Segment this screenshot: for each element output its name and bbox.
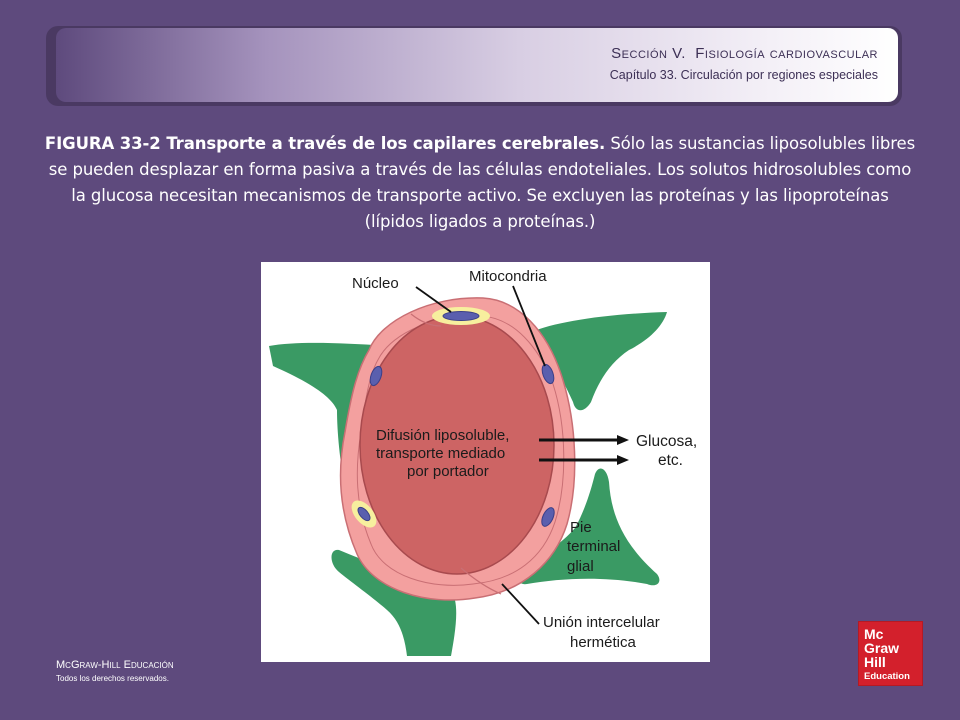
junction-label-line1: Unión intercelular — [543, 614, 660, 631]
center-label-line3: por portador — [407, 463, 489, 480]
section-number: Sección V. — [611, 45, 686, 62]
junction-leader-line — [501, 583, 540, 625]
glucose-label-line1: Glucosa, — [636, 433, 697, 450]
header-banner — [56, 28, 898, 102]
mitochondrion-bottom-right — [541, 507, 555, 527]
chapter-title: Capítulo 33. Circulación por regiones es… — [609, 68, 878, 82]
nucleus-bottom-left — [357, 506, 371, 522]
figure-caption: FIGURA 33-2 Transporte a través de los c… — [40, 131, 920, 235]
capillary-diagram-svg: Núcleo Mitocondria Difusión liposoluble,… — [269, 268, 697, 656]
footer-brand: McGraw-Hill Educación — [56, 659, 174, 671]
figure-label: FIGURA 33-2 Transporte a través de los c… — [44, 134, 606, 153]
junction-label-line2: hermética — [570, 634, 637, 651]
center-label-line2: transporte mediado — [376, 445, 505, 462]
figure-caption-text: Sólo las sustancias liposolubles libres … — [48, 134, 916, 231]
logo-line-hill: Hill — [864, 654, 886, 670]
nucleus-leader-line — [415, 286, 452, 313]
section-subject: Fisiología cardiovascular — [695, 45, 878, 62]
section-title: Sección V. Fisiología cardiovascular — [611, 45, 878, 62]
nucleus-label: Núcleo — [352, 275, 399, 292]
nucleus-top — [442, 311, 480, 321]
transport-arrowhead-upper — [617, 435, 629, 445]
glucose-label-line2: etc. — [658, 452, 683, 469]
logo-line-graw: Graw — [864, 640, 900, 656]
transport-arrowhead-lower — [617, 455, 629, 465]
logo-line-mc: Mc — [864, 626, 884, 642]
glial-foot-top-right — [531, 312, 667, 411]
footer-rights: Todos los derechos reservados. — [56, 674, 169, 683]
tight-junction-top — [410, 313, 442, 327]
glial-label-line3: glial — [567, 558, 594, 575]
mcgraw-hill-logo: Mc Graw Hill Education — [859, 622, 922, 685]
center-label-line1: Difusión liposoluble, — [376, 427, 509, 444]
tight-junction-bottom — [460, 567, 502, 595]
mitochondria-label: Mitocondria — [469, 268, 547, 285]
logo-line-education: Education — [864, 671, 910, 682]
capillary-diagram: Núcleo Mitocondria Difusión liposoluble,… — [261, 262, 710, 662]
glial-label-line1: Pie — [570, 519, 592, 536]
glial-foot-bottom-right — [516, 468, 660, 586]
mitochondria-leader-line — [512, 285, 546, 367]
glial-label-line2: terminal — [567, 538, 620, 555]
mitochondrion-left — [369, 365, 383, 387]
